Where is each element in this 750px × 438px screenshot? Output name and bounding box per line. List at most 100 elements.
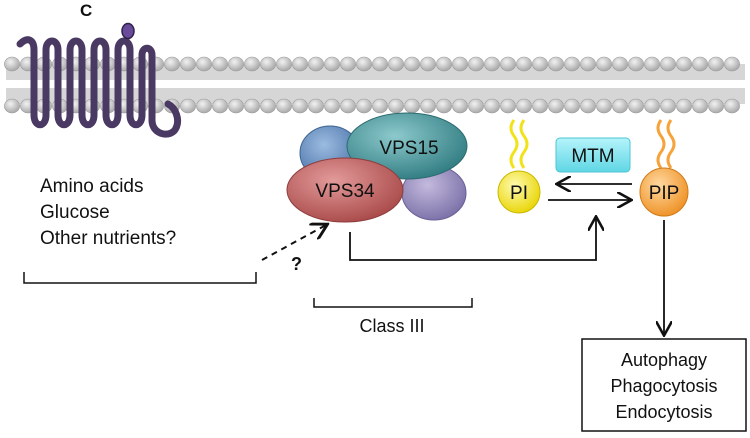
- phospholipid-head: [532, 98, 548, 114]
- pi-lipid-node: [497, 170, 541, 214]
- phospholipid-head: [724, 98, 740, 114]
- outcomes-box: [581, 338, 747, 432]
- phospholipid-head: [244, 98, 260, 114]
- phospholipid-head: [580, 56, 596, 72]
- phospholipid-head: [468, 98, 484, 114]
- phospholipid-head: [388, 98, 404, 114]
- phospholipid-head: [180, 98, 196, 114]
- phospholipid-head: [692, 56, 708, 72]
- phospholipid-head: [372, 56, 388, 72]
- phospholipid-head: [4, 98, 20, 114]
- phospholipid-head: [628, 56, 644, 72]
- phospholipid-head: [356, 56, 372, 72]
- phospholipid-head: [644, 98, 660, 114]
- phospholipid-head: [532, 56, 548, 72]
- class-iii-bracket: [313, 298, 473, 308]
- phospholipid-head: [596, 56, 612, 72]
- vps34-catalysis-arrow: [349, 218, 596, 261]
- phospholipid-head: [4, 56, 20, 72]
- vps15-label: VPS15: [379, 138, 438, 159]
- phospholipid-head: [660, 56, 676, 72]
- nutrient-amino-acids: Amino acids: [40, 176, 144, 197]
- seven-transmembrane-receptor-icon: [16, 22, 182, 138]
- phospholipid-head: [628, 98, 644, 114]
- phospholipid-head: [580, 98, 596, 114]
- phospholipid-head: [548, 56, 564, 72]
- phospholipid-head: [468, 56, 484, 72]
- outcome-phagocytosis: Phagocytosis: [610, 376, 717, 396]
- class-iii-pi3k-complex: VPS15 VPS34: [286, 112, 468, 223]
- phospholipid-head: [612, 56, 628, 72]
- phospholipid-head: [292, 98, 308, 114]
- outcome-endocytosis: Endocytosis: [615, 402, 712, 422]
- phospholipid-head: [404, 56, 420, 72]
- phospholipid-head: [228, 56, 244, 72]
- phospholipid-head: [436, 98, 452, 114]
- phospholipid-head: [324, 56, 340, 72]
- phospholipid-head: [340, 56, 356, 72]
- phospholipid-head: [612, 98, 628, 114]
- phospholipid-head: [244, 56, 260, 72]
- phospholipid-head: [420, 98, 436, 114]
- phospholipid-head: [196, 98, 212, 114]
- phospholipid-head: [356, 98, 372, 114]
- phospholipid-head: [340, 98, 356, 114]
- phospholipid-head: [404, 98, 420, 114]
- phospholipid-head: [436, 56, 452, 72]
- pip-label: PIP: [649, 183, 680, 204]
- phospholipid-head: [708, 98, 724, 114]
- mtm-label: MTM: [571, 146, 614, 167]
- phospholipid-head: [180, 56, 196, 72]
- phospholipid-head: [372, 98, 388, 114]
- phospholipid-head: [452, 56, 468, 72]
- unknown-link-question-mark: ?: [291, 254, 302, 274]
- mtm-phosphatase-box: [555, 137, 631, 173]
- panel-label: C: [80, 1, 92, 20]
- phospholipid-head: [516, 98, 532, 114]
- phospholipid-head: [500, 98, 516, 114]
- vps15-node: [346, 112, 468, 180]
- nutrient-other: Other nutrients?: [40, 228, 176, 249]
- class-iii-label: Class III: [359, 316, 424, 336]
- phospholipid-head: [260, 56, 276, 72]
- phospholipid-head: [708, 56, 724, 72]
- wavy-lipid-tail-icon: [656, 119, 676, 169]
- phospholipid-head: [292, 56, 308, 72]
- phospholipid-head: [564, 56, 580, 72]
- outcome-autophagy: Autophagy: [621, 350, 707, 370]
- vps34-label: VPS34: [315, 181, 375, 202]
- phospholipid-head: [212, 56, 228, 72]
- phospholipid-head: [308, 56, 324, 72]
- phospholipid-head: [676, 56, 692, 72]
- wavy-lipid-tail-icon: [509, 119, 529, 169]
- nutrients-bracket: [23, 272, 257, 284]
- phospholipid-head: [308, 98, 324, 114]
- nutrient-glucose: Glucose: [40, 202, 110, 223]
- phospholipid-head: [228, 98, 244, 114]
- phospholipid-head: [644, 56, 660, 72]
- phospholipid-head: [388, 56, 404, 72]
- pi-label: PI: [510, 183, 528, 204]
- phospholipid-head: [276, 98, 292, 114]
- pip-lipid-node: [639, 167, 689, 217]
- phospholipid-head: [196, 56, 212, 72]
- phospholipid-head: [164, 56, 180, 72]
- phospholipid-head: [212, 98, 228, 114]
- phospholipid-head: [324, 98, 340, 114]
- phospholipid-head: [724, 56, 740, 72]
- phospholipid-head: [276, 56, 292, 72]
- vps34-node: [286, 157, 404, 223]
- phospholipid-head: [596, 98, 612, 114]
- nutrient-signal-dashed-arrow: [261, 225, 326, 261]
- phospholipid-head: [260, 98, 276, 114]
- ligand-dot-icon: [121, 22, 135, 40]
- phospholipid-head: [564, 98, 580, 114]
- phospholipid-head: [452, 98, 468, 114]
- phospholipid-head: [676, 98, 692, 114]
- phospholipid-head: [548, 98, 564, 114]
- phospholipid-head: [484, 98, 500, 114]
- phospholipid-head: [660, 98, 676, 114]
- phospholipid-head: [484, 56, 500, 72]
- phospholipid-head: [692, 98, 708, 114]
